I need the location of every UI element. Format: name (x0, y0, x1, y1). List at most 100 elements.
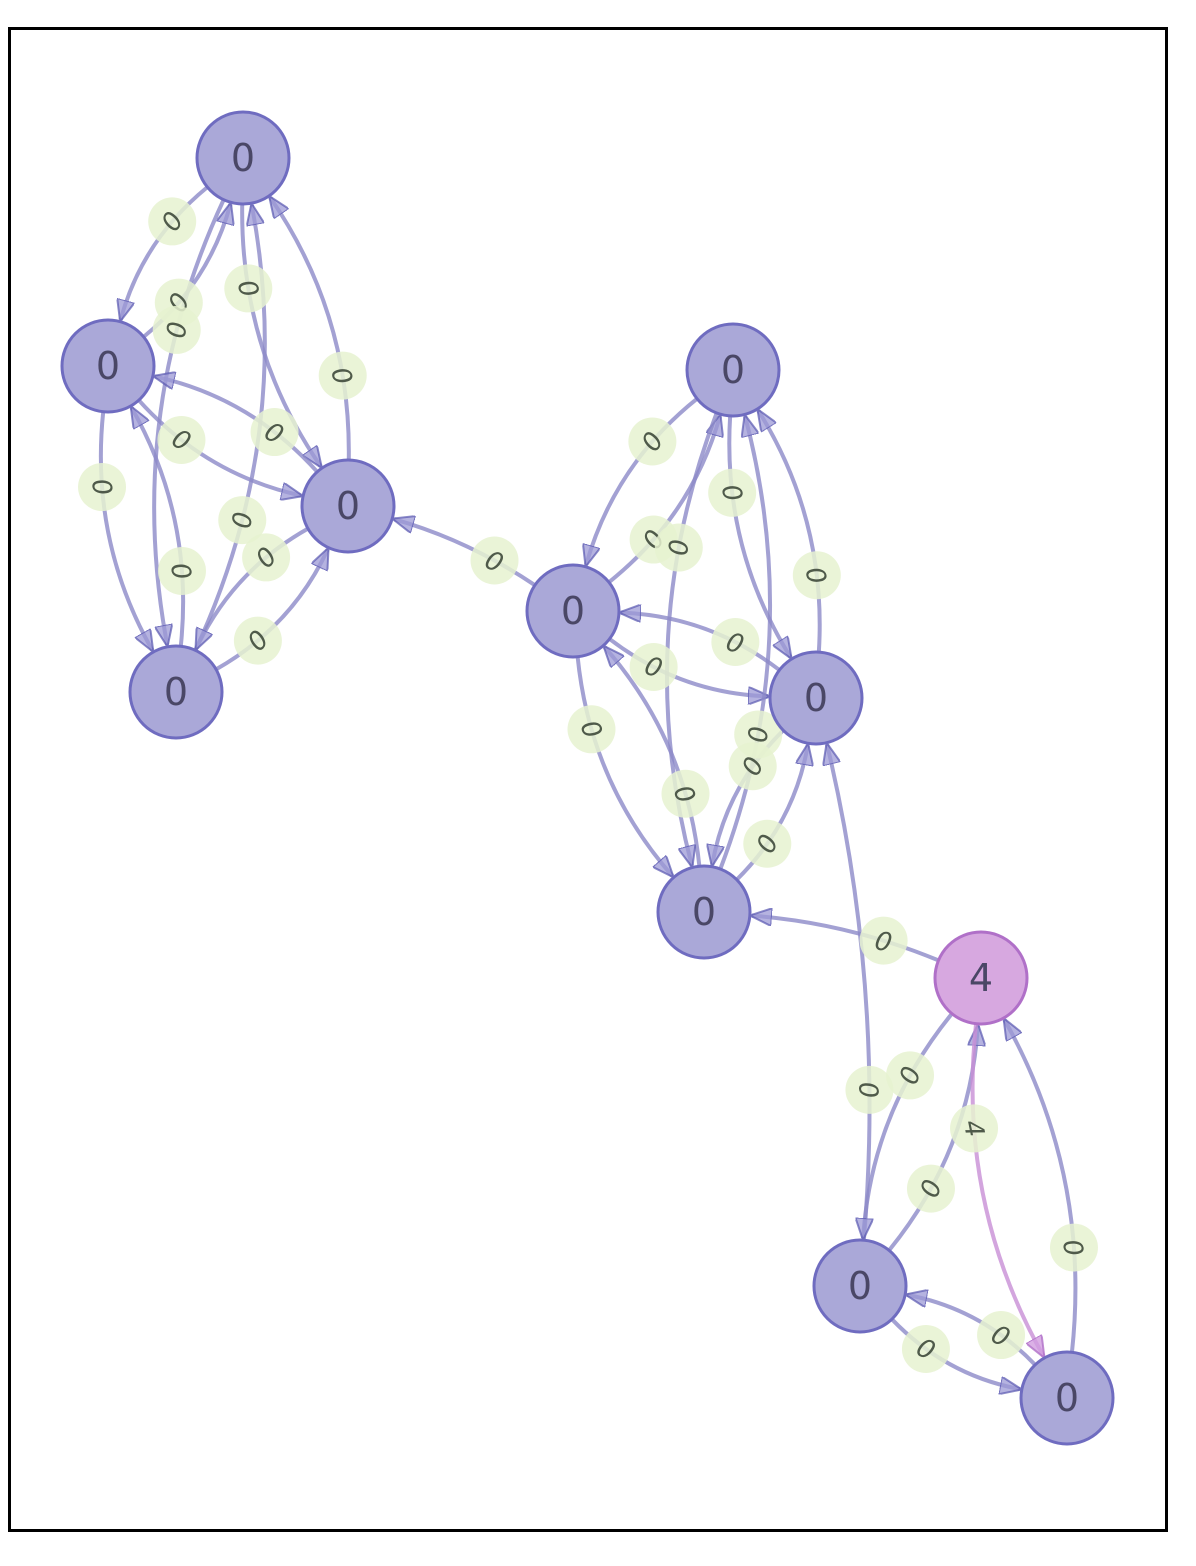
edge-label-background (859, 916, 908, 965)
edge-label-text: 0 (801, 563, 834, 586)
edge-b2-b1 (586, 397, 699, 565)
node-b4: 0 (656, 864, 752, 960)
edge-b3-b2 (758, 411, 822, 653)
edge-a1-a2 (121, 185, 209, 320)
edge-label-background (977, 1311, 1026, 1360)
edge-label-background (906, 1164, 955, 1213)
edge-b2-b3 (727, 415, 790, 657)
edge-label-background (743, 819, 792, 868)
edge-label: 0 (224, 264, 273, 313)
edge-label: 0 (1049, 1223, 1098, 1272)
edge-b1-a3 (394, 519, 537, 587)
edge-c2-c3 (890, 1317, 1020, 1389)
edge-c1-c2 (863, 1012, 954, 1238)
node-circle (195, 110, 291, 206)
edge-label-background (318, 351, 367, 400)
node-a3: 0 (300, 458, 396, 554)
edge-b1-b4 (575, 656, 673, 876)
node-b2: 0 (685, 322, 781, 418)
edge-label: 0 (250, 408, 299, 457)
edge-label: 0 (901, 1324, 950, 1373)
edge-label-background (728, 742, 777, 791)
edge-label: 0 (157, 546, 206, 595)
edge-a1-a4 (152, 198, 226, 645)
edge-label-background (845, 1065, 894, 1114)
edge-c3-c2 (907, 1295, 1037, 1367)
edge-label: 0 (728, 742, 777, 791)
node-circle (128, 644, 224, 740)
edge-label: 0 (628, 417, 677, 466)
edge-label-text: 0 (872, 923, 895, 956)
node-a4: 0 (128, 644, 224, 740)
edge-label-text: 4 (957, 1118, 990, 1140)
edge-label-background (1049, 1223, 1098, 1272)
node-label: 0 (804, 676, 828, 720)
edge-label-text: 0 (85, 476, 118, 498)
edge-label: 4 (950, 1104, 999, 1153)
edge-label: 0 (157, 415, 206, 464)
edge-a1-a3 (240, 203, 321, 466)
edge-label-background (628, 417, 677, 466)
node-label: 0 (96, 344, 120, 388)
edge-label: 0 (792, 551, 841, 600)
node-circle (768, 650, 864, 746)
edge-label: 0 (708, 468, 757, 517)
node-label: 0 (561, 589, 585, 633)
node-a2: 0 (60, 318, 156, 414)
edge-label: 0 (152, 305, 201, 354)
edge-label-background (157, 546, 206, 595)
node-label: 0 (164, 670, 188, 714)
edge-label: 0 (242, 533, 291, 582)
edge-a4-a2 (132, 408, 186, 647)
edge-a3-a4 (196, 526, 309, 649)
edge-label-text: 0 (227, 510, 259, 530)
edge-label-text: 0 (715, 481, 748, 504)
node-a1: 0 (195, 110, 291, 206)
edge-label-text: 0 (162, 320, 194, 340)
edge-label-background (654, 523, 703, 572)
node-label: 0 (1055, 1376, 1079, 1420)
edge-label-text: 0 (855, 1080, 886, 1099)
edge-c1-c3 (970, 1023, 1044, 1356)
node-b3: 0 (768, 650, 864, 746)
edge-label-text: 0 (167, 560, 200, 582)
edge-label: 0 (845, 1065, 894, 1114)
edge-label: 0 (654, 523, 703, 572)
node-circle (60, 318, 156, 414)
node-label: 4 (969, 956, 993, 1000)
node-c1: 4 (933, 930, 1029, 1026)
edge-c2-b3 (827, 745, 872, 1241)
edge-a3-a1 (270, 198, 351, 461)
node-label: 0 (336, 484, 360, 528)
edge-label: 0 (743, 819, 792, 868)
edge-b1-b3 (608, 637, 769, 696)
edge-label-background (152, 305, 201, 354)
edge-a3-a2 (155, 376, 319, 474)
edge-label-background (224, 264, 273, 313)
node-circle (1019, 1350, 1115, 1446)
edge-label-background (148, 197, 197, 246)
edge-label-background (233, 616, 282, 665)
node-label: 0 (721, 348, 745, 392)
node-c2: 0 (812, 1238, 908, 1334)
edge-label-background (242, 533, 291, 582)
edge-label: 0 (661, 769, 710, 818)
edge-label-background (708, 468, 757, 517)
edge-label-text: 0 (664, 539, 695, 557)
edge-b3-b1 (621, 613, 781, 672)
node-circle (656, 864, 752, 960)
edge-a2-a4 (98, 411, 152, 650)
edge-label-background (78, 463, 127, 512)
node-b1: 0 (525, 563, 621, 659)
edge-label-background (218, 496, 267, 545)
edge-label: 0 (886, 1051, 935, 1100)
edge-b4-b3 (735, 745, 808, 882)
edge-b1-b2 (607, 416, 720, 584)
edge-label: 0 (906, 1164, 955, 1213)
node-circle (933, 930, 1029, 1026)
edge-label-background (901, 1324, 950, 1373)
edge-label: 0 (711, 618, 760, 667)
edge-c3-c1 (1005, 1020, 1078, 1353)
